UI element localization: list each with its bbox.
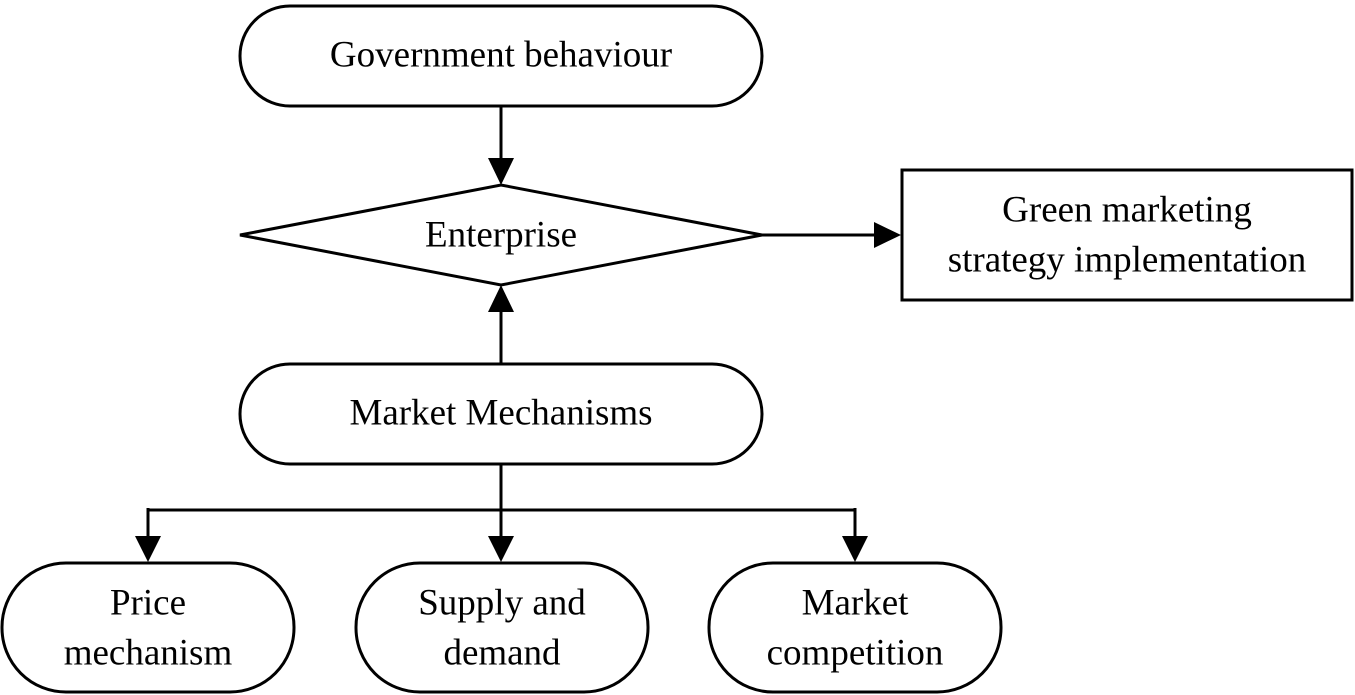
green-marketing-label-line1: Green marketing (1002, 190, 1252, 231)
supply-and-demand-label-line2: demand (443, 633, 561, 674)
price-mechanism-label-line1: Price (110, 583, 186, 624)
supply-and-demand-label-line1: Supply and (418, 583, 586, 624)
edge-market-mechanisms-to-enterprise (488, 285, 514, 364)
node-supply-and-demand: Supply and demand (354, 561, 650, 694)
node-green-marketing-strategy: Green marketing strategy implementation (900, 168, 1354, 302)
arrow-to-price (135, 536, 161, 562)
edges (135, 106, 901, 562)
node-market-mechanisms: Market Mechanisms (238, 362, 764, 466)
government-behaviour-label: Government behaviour (330, 35, 672, 76)
node-market-competition: Market competition (707, 561, 1003, 694)
edge-enterprise-to-green-marketing (762, 222, 901, 248)
edge-market-mechanisms-to-children (135, 464, 868, 562)
arrow-to-supply (488, 536, 514, 562)
enterprise-label: Enterprise (425, 215, 577, 256)
node-price-mechanism: Price mechanism (0, 561, 296, 694)
node-government-behaviour: Government behaviour (238, 4, 764, 108)
node-enterprise: Enterprise (239, 183, 763, 287)
price-mechanism-label-line2: mechanism (64, 633, 233, 674)
edge-government-to-enterprise (488, 106, 514, 185)
arrow-to-competition (842, 536, 868, 562)
market-competition-label-line2: competition (767, 633, 944, 674)
market-competition-label-line1: Market (802, 583, 910, 624)
market-mechanisms-label: Market Mechanisms (349, 393, 652, 434)
green-marketing-label-line2: strategy implementation (948, 240, 1307, 281)
